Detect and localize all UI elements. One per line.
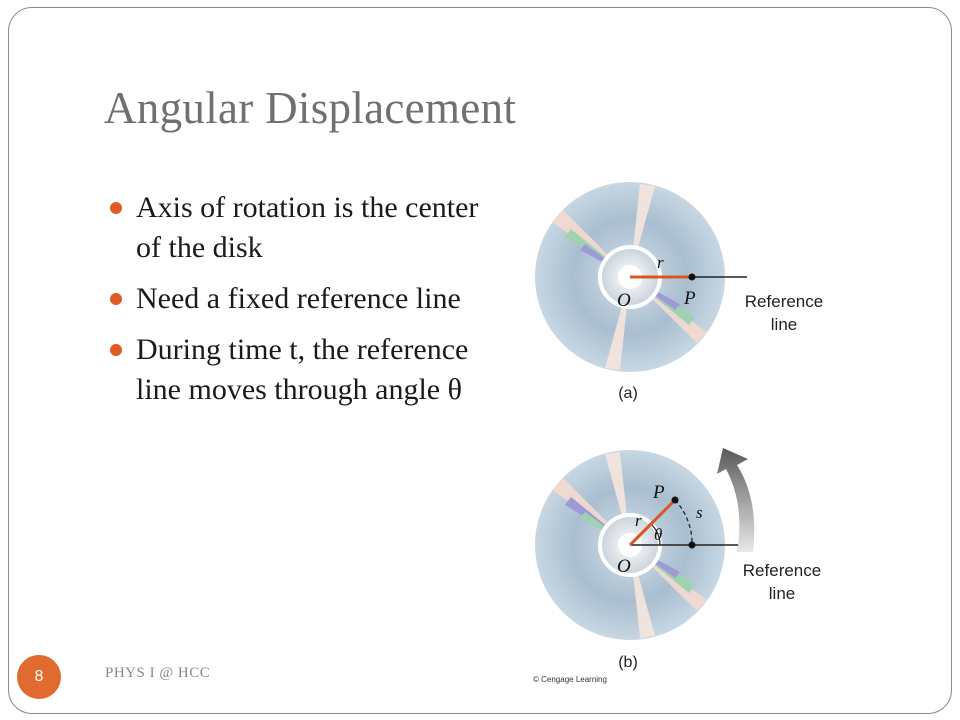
reference-label-a-2: line: [771, 315, 797, 334]
reference-label-a-1: Reference: [745, 292, 823, 311]
point-p-a: [688, 273, 696, 281]
bullet-icon: [110, 293, 122, 305]
label-o-b: O: [617, 556, 631, 577]
reference-label-b-1: Reference: [743, 561, 821, 580]
radius-b: [628, 498, 677, 547]
point-ref-b: [688, 541, 696, 549]
bullet-item: Need a fixed reference line: [100, 279, 500, 319]
slide-title: Angular Displacement: [104, 83, 517, 133]
label-theta-b: θ: [654, 525, 662, 544]
caption-b: (b): [618, 654, 638, 671]
reference-label-b-2: line: [769, 584, 795, 603]
bullet-icon: [110, 344, 122, 356]
footer-text: PHYS I @ HCC: [105, 665, 211, 681]
bullet-icon: [110, 202, 122, 214]
angular-displacement-figure: r O P Reference line (a) P r s θ O Refer…: [533, 182, 823, 684]
bullet-text: Axis of rotation is the center of the di…: [136, 191, 479, 264]
copyright-text: © Cengage Learning: [533, 675, 607, 684]
label-p-a: P: [683, 288, 696, 309]
label-p-b: P: [652, 482, 665, 503]
label-r-a: r: [657, 253, 664, 272]
label-r-b: r: [635, 511, 642, 530]
label-s-b: s: [696, 503, 703, 522]
page-number-badge: 8: [17, 655, 61, 699]
point-p-b: [671, 496, 679, 504]
arc-s-b: [674, 499, 693, 546]
label-o-a: O: [617, 290, 631, 311]
rotation-arrow-icon: [717, 448, 755, 552]
bullet-text: Need a fixed reference line: [136, 282, 461, 315]
bullet-item: Axis of rotation is the center of the di…: [100, 188, 500, 268]
caption-a: (a): [618, 385, 638, 402]
bullet-list: Axis of rotation is the center of the di…: [100, 188, 500, 421]
bullet-item: During time t, the reference line moves …: [100, 330, 500, 410]
slide: [8, 7, 952, 714]
bullet-text: During time t, the reference line moves …: [136, 333, 469, 406]
